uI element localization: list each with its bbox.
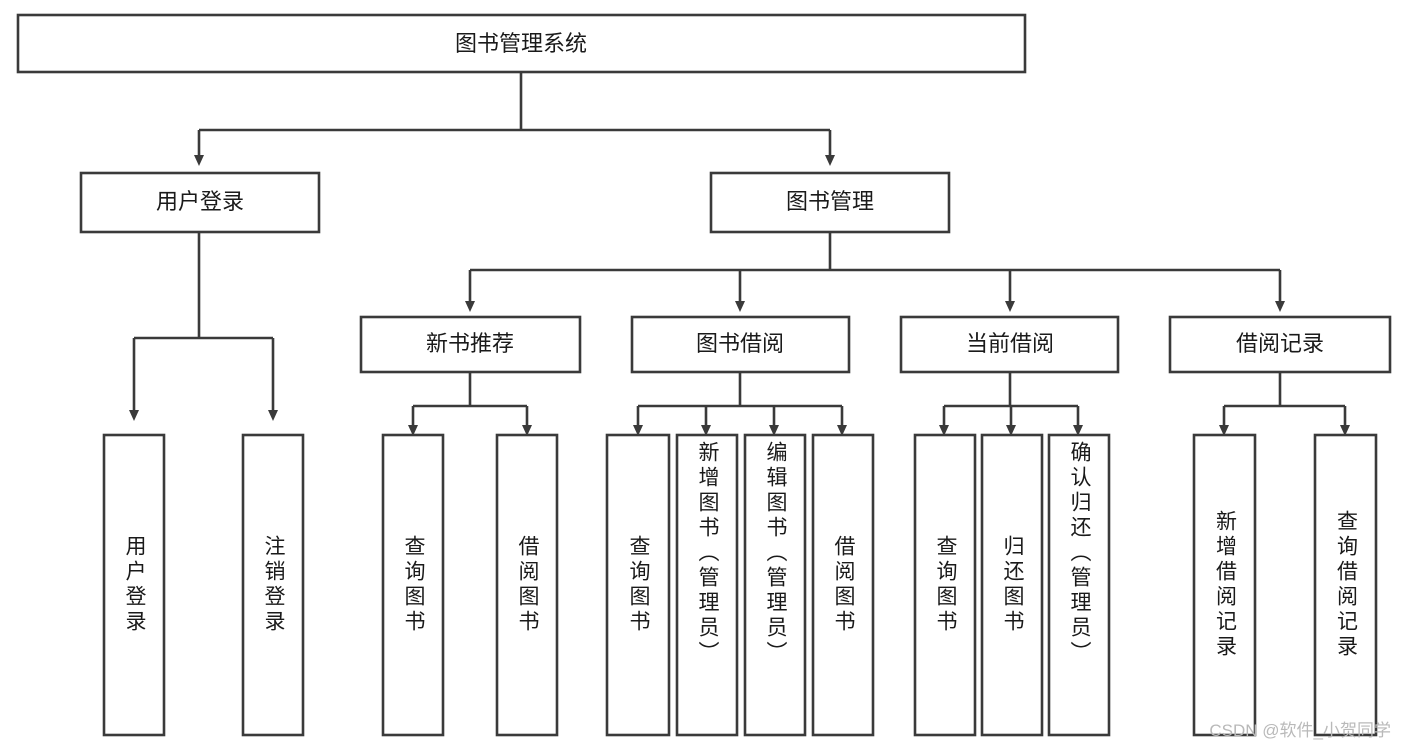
connector-current-to-leaves	[939, 372, 1083, 436]
connector-root-to-level2	[194, 72, 835, 166]
leaf-borrow-1[interactable]	[675, 433, 739, 737]
leaf-user-login-0[interactable]	[102, 433, 166, 737]
node-user-login-label: 用户登录	[156, 189, 244, 214]
node-book-management[interactable]	[709, 171, 951, 234]
node-new-book-recommend[interactable]	[359, 315, 582, 374]
leaf-current-1[interactable]	[980, 433, 1044, 737]
node-current-borrow[interactable]	[899, 315, 1120, 374]
leaf-current-2[interactable]	[1047, 433, 1111, 737]
node-book-borrow-label: 图书借阅	[696, 331, 784, 356]
node-book-management-label: 图书管理	[786, 189, 874, 214]
node-current-borrow-label: 当前借阅	[966, 331, 1054, 356]
leaf-borrow-2[interactable]	[743, 433, 807, 737]
leaf-user-login-1[interactable]	[241, 433, 305, 737]
connector-records-to-leaves	[1219, 372, 1350, 436]
node-borrow-records[interactable]	[1168, 315, 1392, 374]
leaf-records-0[interactable]	[1192, 433, 1257, 737]
connector-newbook-to-leaves	[408, 372, 532, 436]
node-new-book-recommend-label: 新书推荐	[426, 331, 514, 356]
connector-borrow-to-leaves	[633, 372, 847, 436]
leaf-records-1[interactable]	[1313, 433, 1378, 737]
leaf-new-book-1[interactable]	[495, 433, 559, 737]
node-user-login[interactable]	[79, 171, 321, 234]
leaf-borrow-3[interactable]	[811, 433, 875, 737]
connector-userlogin-to-leaves	[129, 232, 278, 421]
node-book-borrow[interactable]	[630, 315, 851, 374]
leaf-borrow-0[interactable]	[605, 433, 671, 737]
csdn-watermark: CSDN @软件_小贺同学	[1209, 721, 1391, 740]
node-root-label: 图书管理系统	[455, 31, 587, 56]
node-root[interactable]	[16, 13, 1027, 74]
node-borrow-records-label: 借阅记录	[1236, 331, 1324, 356]
connector-bookmgmt-to-level3	[465, 232, 1285, 312]
leaf-current-0[interactable]	[913, 433, 977, 737]
leaf-new-book-0[interactable]	[381, 433, 445, 737]
